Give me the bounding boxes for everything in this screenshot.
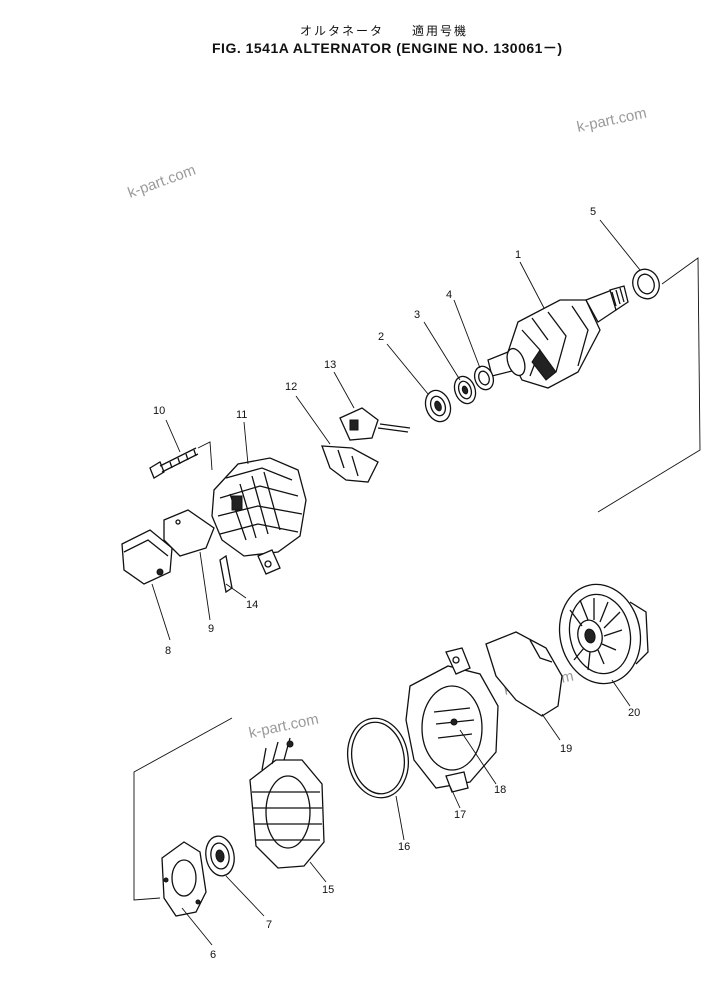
stator-part[interactable] <box>249 737 325 869</box>
callout-1: 1 <box>515 249 521 261</box>
leader-6 <box>181 907 213 946</box>
collar-part[interactable] <box>629 265 664 302</box>
callout-9: 9 <box>208 623 214 635</box>
leader-18 <box>459 729 497 785</box>
callout-3: 3 <box>414 309 420 321</box>
diode-assembly-part[interactable] <box>433 707 475 739</box>
leader-2 <box>386 343 429 395</box>
leader-14 <box>225 583 247 599</box>
leader-4 <box>453 299 481 369</box>
leader-11 <box>243 421 249 465</box>
callout-17: 17 <box>454 809 466 821</box>
regulator-plate-part[interactable] <box>163 509 215 557</box>
callout-20: 20 <box>628 707 640 719</box>
leader-3 <box>423 321 461 381</box>
callout-12: 12 <box>285 381 297 393</box>
callout-7: 7 <box>266 919 272 931</box>
callout-18: 18 <box>494 784 506 796</box>
bolt-part[interactable] <box>149 441 213 479</box>
brush-holder-part[interactable] <box>339 407 411 441</box>
callout-10: 10 <box>153 405 165 417</box>
callout-16: 16 <box>398 841 410 853</box>
leader-19 <box>541 713 561 741</box>
pulley-fan-part[interactable] <box>550 577 649 691</box>
leader-9 <box>199 551 211 621</box>
front-housing-part[interactable] <box>405 647 499 793</box>
callout-8: 8 <box>165 645 171 657</box>
callout-11: 11 <box>236 409 247 421</box>
cover-shield-part[interactable] <box>485 631 563 717</box>
title-japanese: オルタネータ 適用号機 <box>300 24 469 38</box>
end-plate-part[interactable] <box>161 841 207 917</box>
insulator-cover-part[interactable] <box>321 445 379 483</box>
watermark-1: k-part.com <box>575 105 648 136</box>
rear-housing-part[interactable] <box>211 457 307 575</box>
leader-1 <box>519 261 545 309</box>
leader-13 <box>333 371 355 409</box>
watermark-2: k-part.com <box>126 162 198 202</box>
leader-5 <box>599 219 641 271</box>
callout-14: 14 <box>246 599 258 611</box>
leader-12 <box>295 395 331 445</box>
leader-15 <box>309 861 327 883</box>
leader-7 <box>225 875 265 917</box>
watermark-4: k-part.com <box>247 711 320 742</box>
callout-2: 2 <box>378 331 384 343</box>
leader-16 <box>395 795 405 841</box>
leader-8 <box>151 583 171 641</box>
leader-20 <box>611 679 631 707</box>
regulator-part[interactable] <box>121 529 173 585</box>
callout-4: 4 <box>446 289 452 301</box>
rear-bearing-part[interactable] <box>203 834 238 878</box>
callout-19: 19 <box>560 743 572 755</box>
assembly-bracket-lower <box>133 717 233 901</box>
leader-17 <box>449 785 461 809</box>
leader-10 <box>165 419 181 453</box>
callout-15: 15 <box>322 884 334 896</box>
bearing-part[interactable] <box>421 387 454 425</box>
assembly-bracket-upper <box>597 257 701 513</box>
bearing-inner-part[interactable] <box>451 373 479 406</box>
callout-13: 13 <box>324 359 336 371</box>
callout-6: 6 <box>210 949 216 961</box>
title-english: FIG. 1541A ALTERNATOR (ENGINE NO. 130061… <box>212 40 563 56</box>
rotor-part[interactable] <box>487 285 629 389</box>
spacer-ring-part[interactable] <box>342 713 415 802</box>
callout-5: 5 <box>590 206 596 218</box>
